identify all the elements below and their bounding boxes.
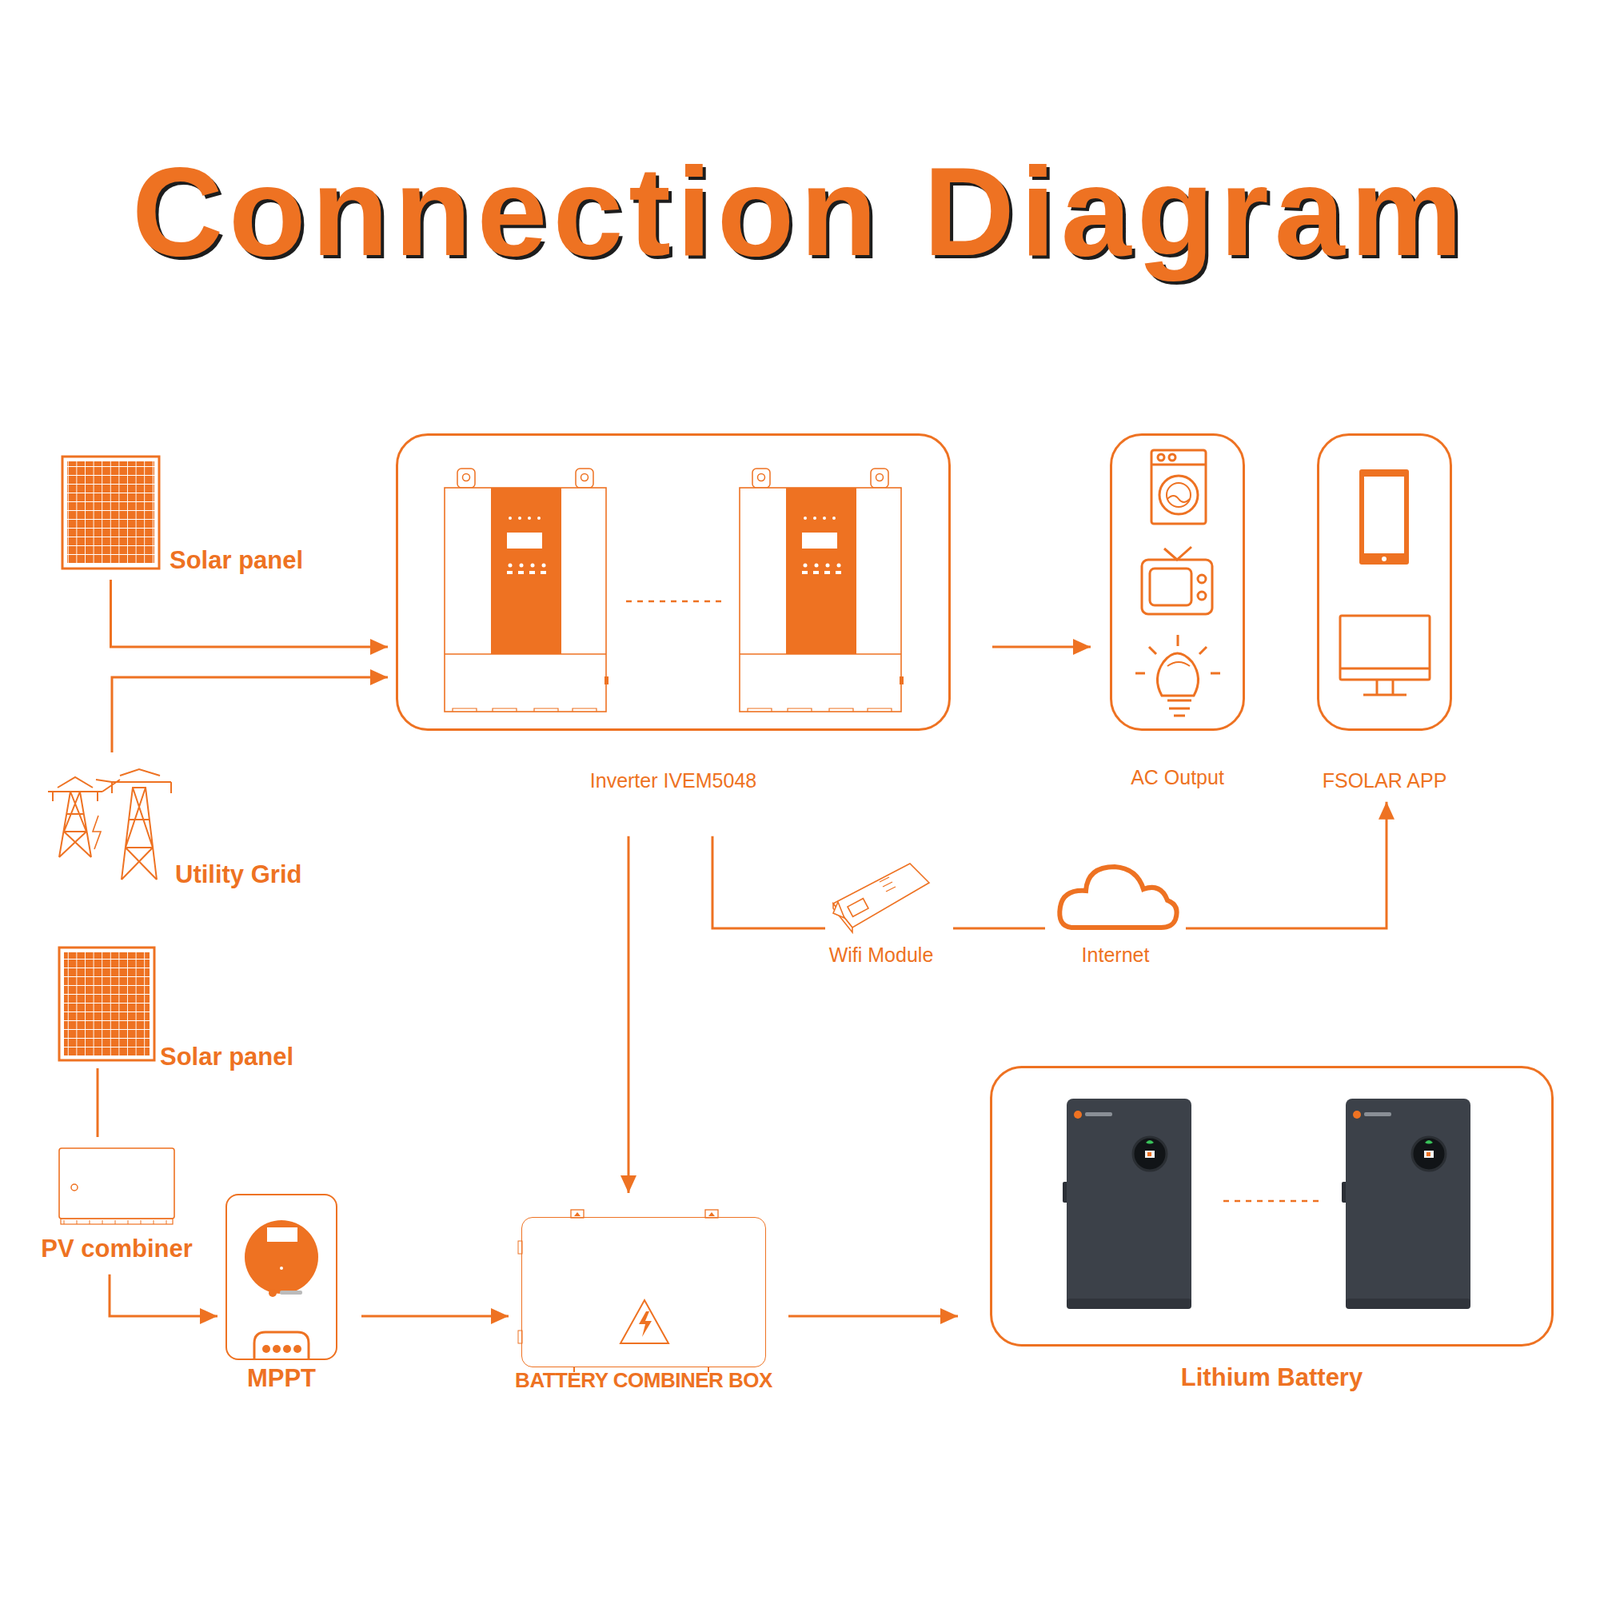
connector [627, 836, 631, 1194]
ac-output-box: AC Output [1109, 433, 1245, 731]
internet-cloud: Internet [1059, 867, 1172, 931]
connector [109, 1274, 218, 1317]
pv-combiner: PV combiner [59, 1148, 175, 1225]
node-label: BATTERY COMBINER BOX [514, 1368, 773, 1393]
solar-panel: Solar panel [59, 947, 155, 1061]
diagram-title: Connection Diagram [0, 147, 1600, 275]
connector [992, 646, 1091, 649]
node-label: PV combiner [40, 1234, 193, 1264]
inverter-group: Inverter IVEM5048 [395, 433, 951, 731]
wifi-module: Wifi Module [831, 861, 931, 933]
battery-combiner-box: BATTERY COMBINER BOX [521, 1216, 767, 1368]
connector [361, 1315, 509, 1318]
mppt-controller: MPPT [225, 1193, 338, 1361]
node-label: MPPT [247, 1364, 316, 1393]
node-label: Lithium Battery [1181, 1363, 1363, 1393]
node-label: Utility Grid [175, 860, 302, 890]
node-label: AC Output [1130, 766, 1225, 790]
node-label: Inverter IVEM5048 [590, 769, 757, 793]
connector [788, 1315, 958, 1318]
utility-grid: Utility Grid [45, 770, 174, 880]
connector [1185, 801, 1387, 929]
node-label: Solar panel [169, 546, 304, 575]
connector [96, 1068, 100, 1138]
node-label: FSOLAR APP [1322, 769, 1448, 793]
connector [953, 927, 1046, 930]
node-label: Wifi Module [829, 943, 934, 967]
app-box: FSOLAR APP [1316, 433, 1453, 731]
connector [111, 579, 389, 647]
battery-group: Lithium Battery [989, 1065, 1554, 1347]
connector [712, 836, 826, 929]
connector [111, 677, 388, 753]
solar-panel: Solar panel [62, 456, 160, 569]
node-label: Solar panel [159, 1042, 294, 1072]
node-label: Internet [1081, 943, 1150, 967]
